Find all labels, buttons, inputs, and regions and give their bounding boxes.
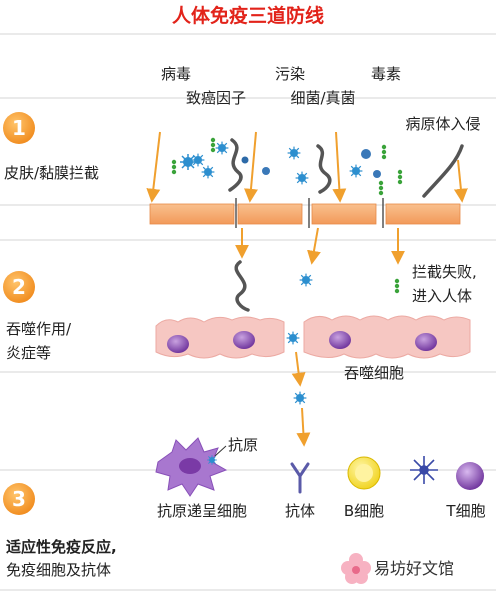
threat-carcinogen: 致癌因子	[186, 89, 246, 107]
threat-toxin: 毒素	[371, 65, 401, 83]
flower-logo-icon	[341, 553, 371, 584]
line3-label-line1: 适应性免疫反应,	[6, 538, 117, 556]
antibody-label: 抗体	[285, 502, 315, 520]
line2-pathogens	[234, 260, 400, 312]
b-cell-icon	[347, 456, 381, 490]
antigen-presenting-cell-icon	[155, 437, 228, 497]
phagocyte-nucleus	[329, 331, 351, 349]
intercept-fail-line2: 进入人体	[412, 287, 472, 305]
watermark: 易坊好文馆	[336, 548, 484, 584]
dendritic-icon	[410, 456, 438, 484]
threat-virus: 病毒	[161, 65, 191, 83]
germ-icon	[286, 331, 300, 345]
antigen-label: 抗原	[228, 436, 258, 454]
line1-arrows	[146, 131, 468, 203]
threat-pathogen-invasion: 病原体入侵	[405, 115, 480, 133]
line3-labels: 抗原递呈细胞 抗体 B细胞 T细胞	[157, 502, 486, 520]
tissue-layer	[155, 315, 471, 359]
threat-labels: 病毒 致癌因子 污染 细菌/真菌 毒素 病原体入侵	[161, 65, 481, 133]
threat-pollution: 污染	[275, 65, 305, 83]
line1-label: 皮肤/黏膜拦截	[4, 164, 99, 182]
badge-2-number: 2	[12, 275, 26, 299]
t-cell-label: T细胞	[445, 502, 485, 520]
badge-3-number: 3	[12, 487, 26, 511]
line2-label-line1: 吞噬作用/	[6, 320, 72, 338]
apc-label: 抗原递呈细胞	[157, 502, 247, 520]
phagocyte-nucleus	[415, 333, 437, 351]
badge-1: 1	[3, 112, 35, 144]
line3-label-line2: 免疫细胞及抗体	[6, 561, 111, 579]
badge-2: 2	[3, 271, 35, 303]
page-title: 人体免疫三道防线	[172, 4, 324, 27]
watermark-text: 易坊好文馆	[374, 559, 454, 578]
line2-label-line2: 炎症等	[6, 344, 51, 362]
skin-barrier	[149, 198, 461, 228]
threat-bacteria-fungi: 细菌/真菌	[290, 89, 355, 107]
badge-1-number: 1	[12, 116, 26, 140]
line3-entry-arrows	[291, 351, 311, 447]
phagocyte-nucleus	[167, 335, 189, 353]
intercept-fail-line1: 拦截失败,	[412, 263, 477, 281]
b-cell-label: B细胞	[344, 502, 384, 520]
phagocyte-label: 吞噬细胞	[344, 364, 404, 382]
antibody-icon	[290, 462, 310, 494]
line1-pathogens	[171, 137, 464, 198]
antigen-pointer	[214, 445, 227, 457]
t-cell-icon	[456, 462, 484, 490]
germ-icon	[293, 391, 307, 405]
badge-3: 3	[3, 483, 35, 515]
line2-entry-arrows	[235, 227, 405, 265]
phagocyte-nucleus	[233, 331, 255, 349]
